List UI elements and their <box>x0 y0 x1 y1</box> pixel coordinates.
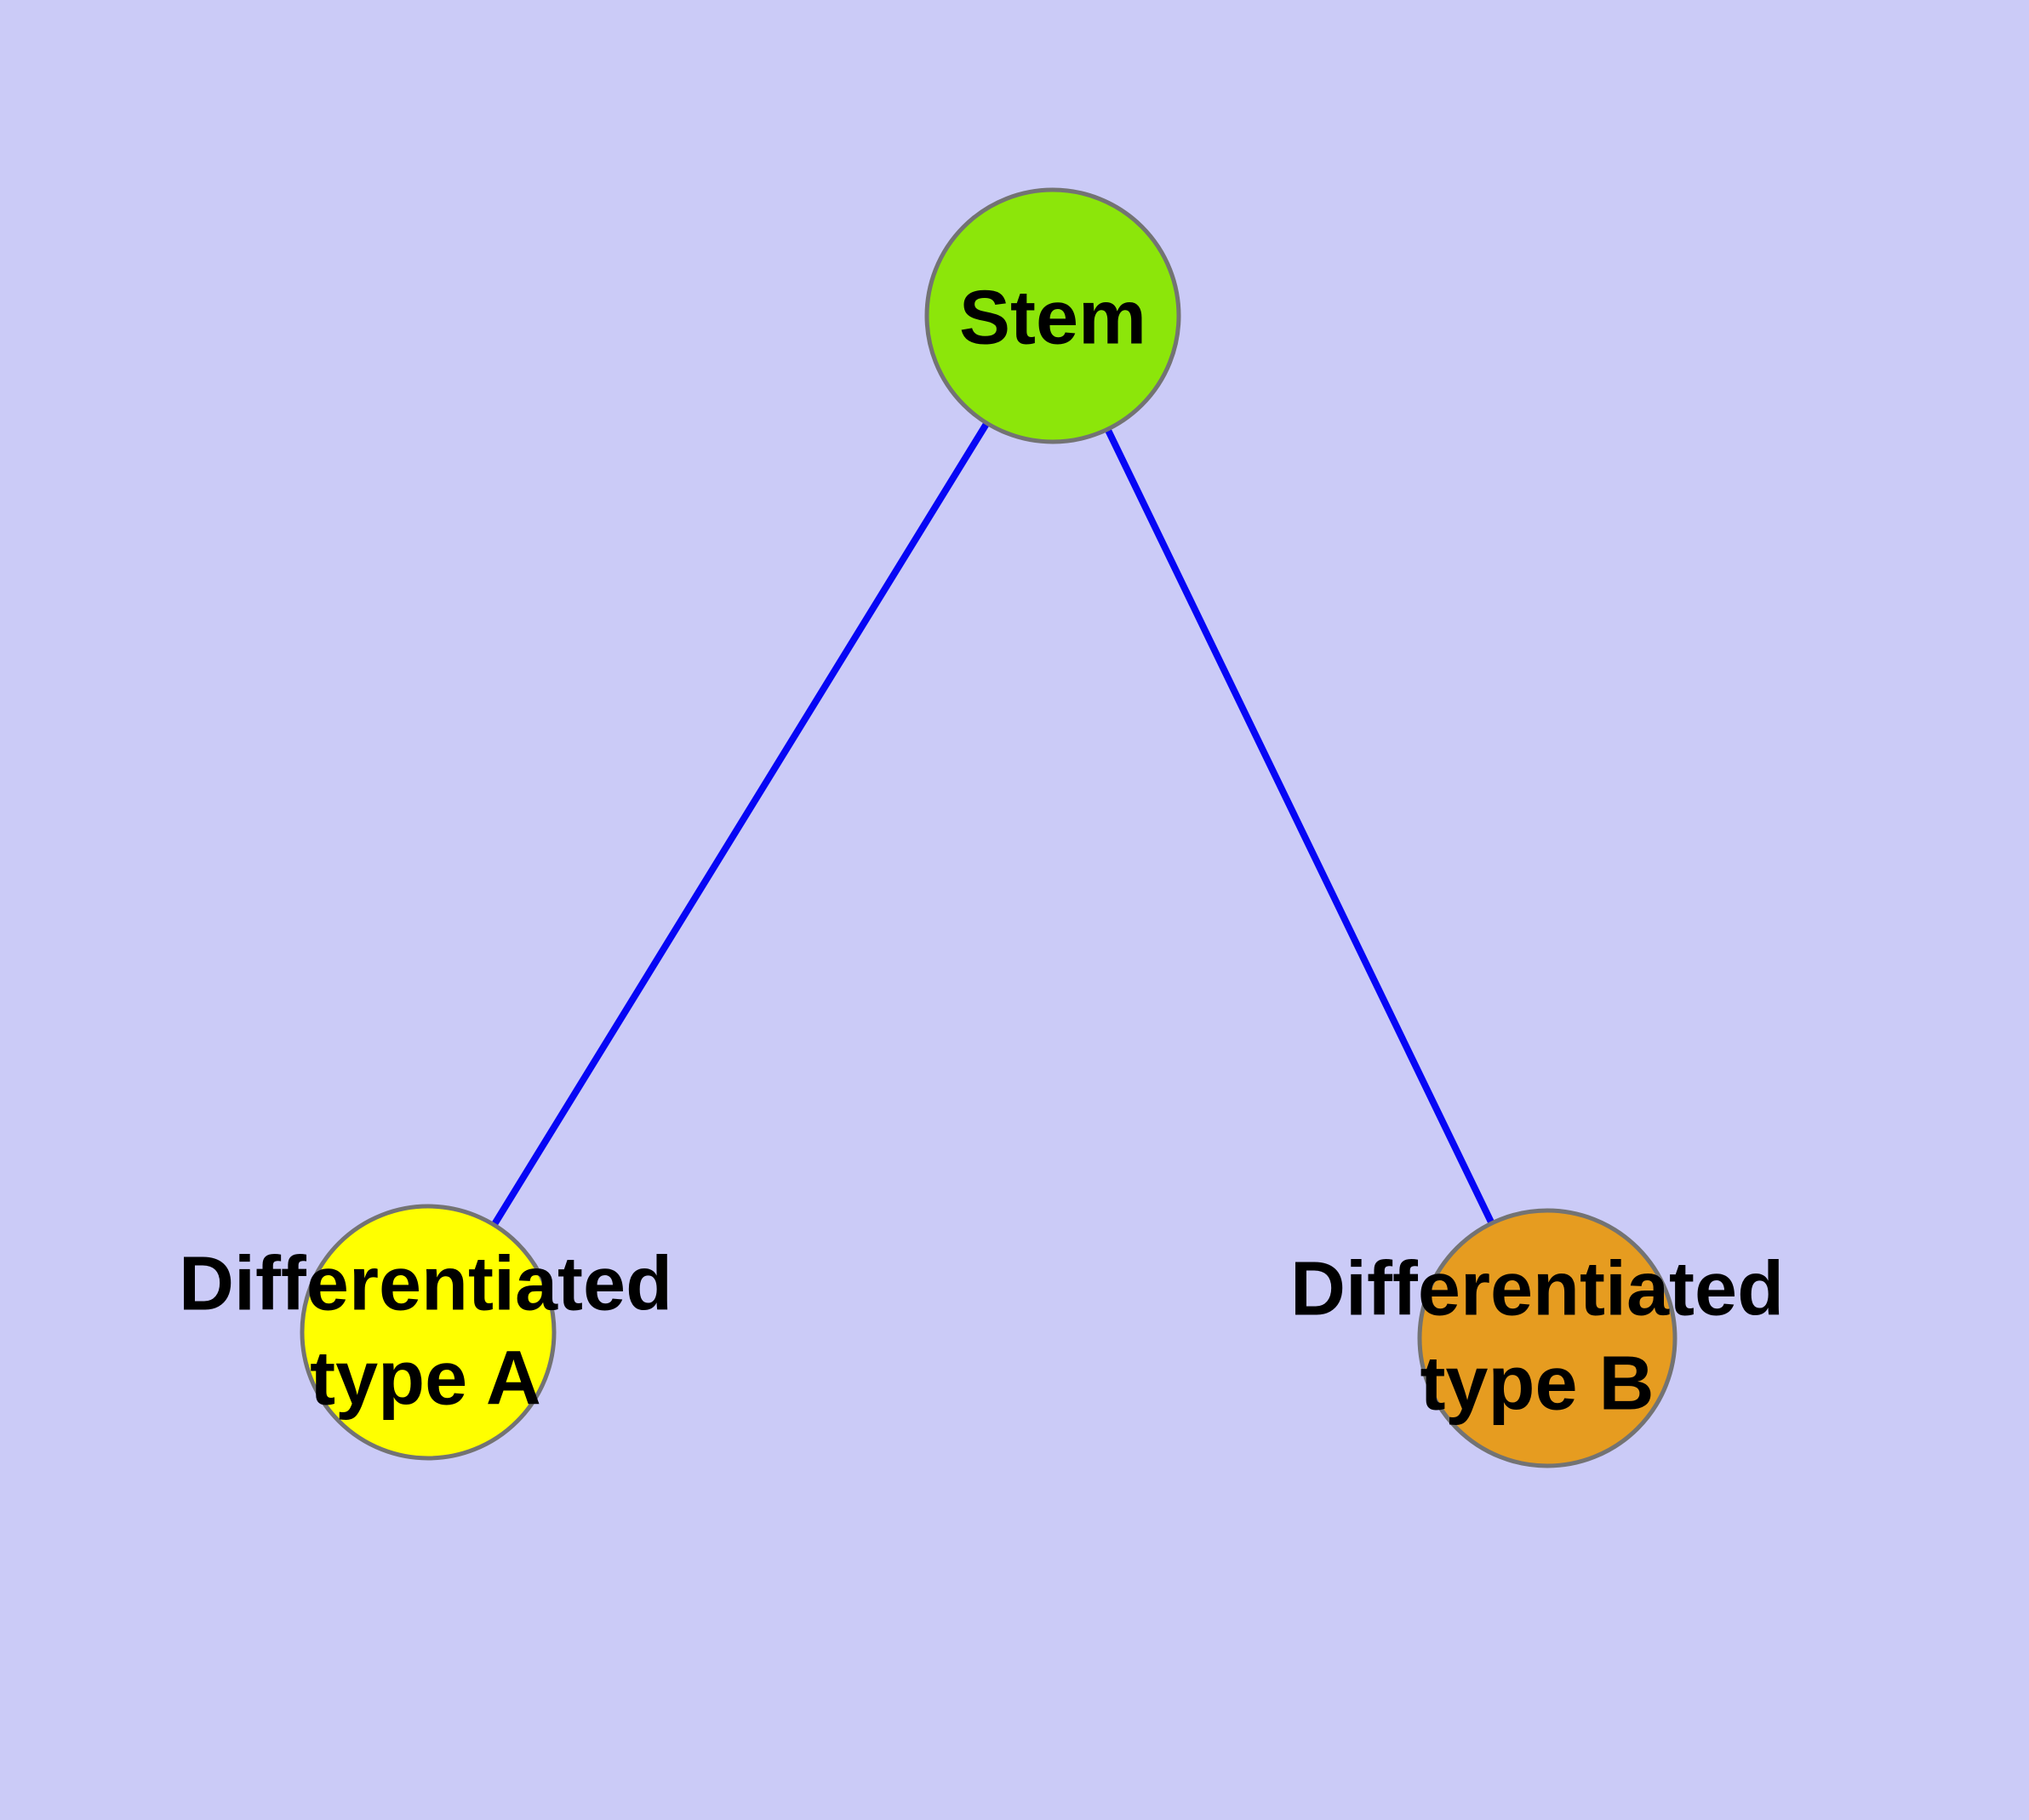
node-type-a-circle <box>300 1204 557 1461</box>
node-type-b-circle <box>1417 1208 1677 1468</box>
edge-stem-to-type-b <box>1049 314 1551 1340</box>
edge-stem-to-type-a <box>425 313 1056 1335</box>
node-stem-circle <box>924 187 1181 444</box>
